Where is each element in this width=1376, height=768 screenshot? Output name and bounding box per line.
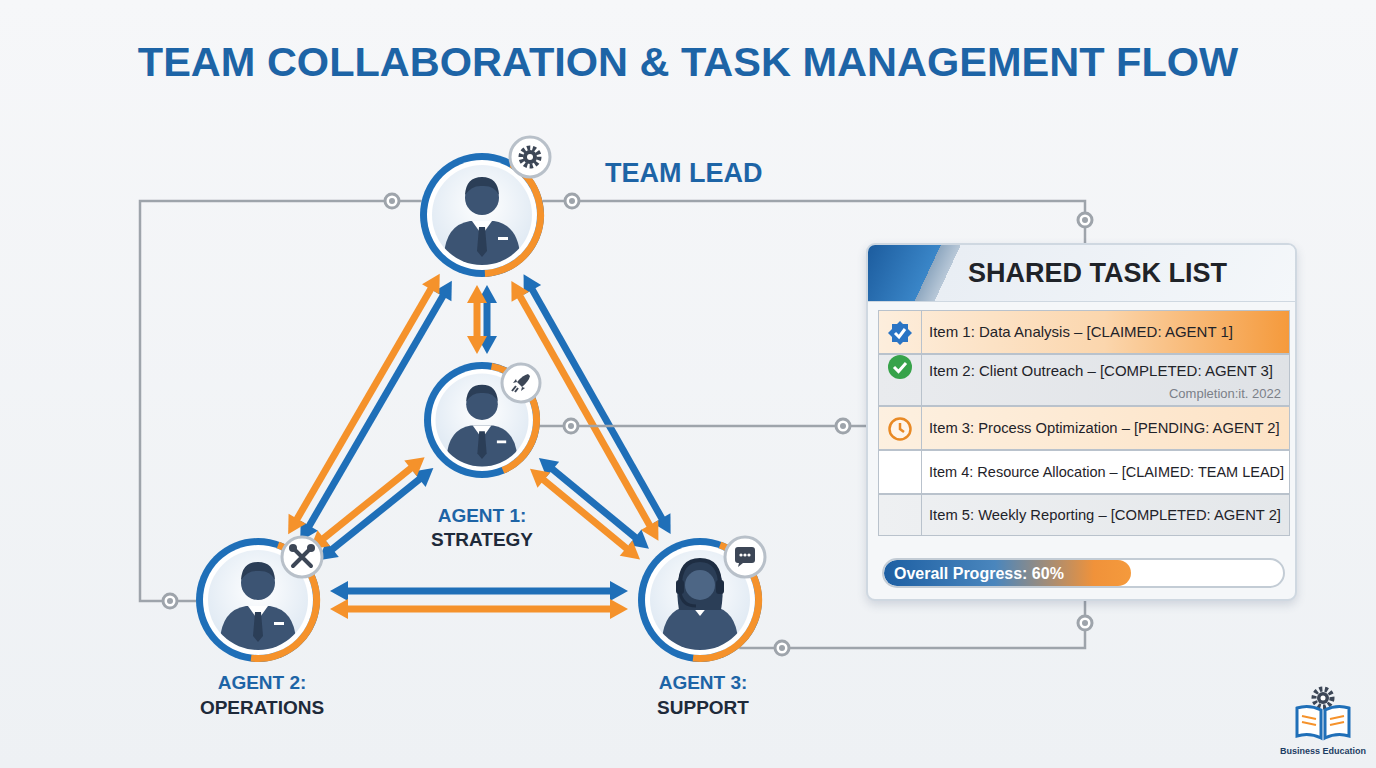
arrow-head (330, 599, 348, 619)
agent-node: AGENT 1:STRATEGY (424, 362, 540, 478)
agent3-avatar (625, 525, 775, 675)
connector-dot-core (389, 198, 395, 204)
panel-heading: SHARED TASK LIST (968, 257, 1227, 289)
task-text: Item 5: Weekly Reporting – [COMPLETED: A… (929, 505, 1285, 525)
agent-role: STRATEGY (372, 529, 592, 551)
task-text: Item 4: Resource Allocation – [CLAIMED: … (929, 462, 1285, 482)
badge-icon (887, 320, 913, 346)
connector-dot (385, 194, 399, 208)
logo-caption: Business Education (1263, 746, 1376, 757)
icon-cell (879, 495, 922, 535)
arrow-shaft (346, 606, 612, 613)
icon-cell (879, 407, 922, 449)
connector-dot (1078, 213, 1092, 227)
arrow-head (467, 336, 487, 354)
arrow-shaft (542, 479, 627, 549)
agent2-avatar (183, 525, 333, 675)
agent-role: SUPPORT (593, 697, 813, 719)
connector (530, 458, 649, 560)
connector-line (542, 201, 1085, 243)
icon-cell (879, 311, 922, 353)
task-row: Item 1: Data Analysis – [CLAIMED: AGENT … (878, 310, 1290, 354)
task-text: Item 3: Process Optimization – [PENDING:… (929, 418, 1285, 438)
arrow-head (610, 581, 628, 601)
connector (330, 581, 628, 619)
connector-dot-core (779, 645, 785, 651)
agent-number: AGENT 3: (593, 672, 813, 694)
agent-number: AGENT 2: (152, 672, 372, 694)
task-text: Item 1: Data Analysis – [CLAIMED: AGENT … (929, 322, 1285, 342)
connector-dot (565, 194, 579, 208)
agent1-avatar (419, 357, 545, 483)
team-lead-avatar (402, 135, 562, 295)
team-lead-node: TEAM LEAD (420, 153, 544, 277)
connector-dot-core (569, 198, 575, 204)
connector-line (540, 425, 866, 428)
icon-cell (879, 355, 922, 405)
task-panel: SHARED TASK LIST Item 1: Data Analysis – … (866, 243, 1297, 601)
connector-dot (1078, 616, 1092, 630)
check-icon (887, 354, 913, 380)
connector-dot-core (568, 423, 574, 429)
diagram-title: TEAM COLLABORATION & TASK MANAGEMENT FLO… (0, 34, 1376, 90)
connector-dot (163, 594, 177, 608)
arrow-head (330, 581, 348, 601)
connector (542, 194, 1092, 243)
connector-dot (775, 641, 789, 655)
progress-bar: Overall Progress: 60% (882, 558, 1285, 588)
arrow-head (467, 285, 487, 303)
agent-node: AGENT 3:SUPPORT (638, 538, 762, 662)
tools-badge (282, 537, 322, 577)
rocket-badge (502, 364, 540, 402)
arrow-shaft (551, 468, 636, 538)
task-row: Item 5: Weekly Reporting – [COMPLETED: A… (878, 494, 1290, 536)
agent-number: AGENT 1: (372, 505, 592, 527)
arrow-head (610, 599, 628, 619)
connector-dot (836, 419, 850, 433)
connector-dot (564, 419, 578, 433)
arrow-shaft (484, 301, 491, 338)
connector-dot-core (1082, 620, 1088, 626)
connector (310, 457, 434, 560)
task-row: Item 4: Resource Allocation – [CLAIMED: … (878, 450, 1290, 494)
task-row: Item 2: Client Outreach – [COMPLETED: AG… (878, 354, 1290, 406)
arrow-shaft (474, 301, 481, 338)
arrow-shaft (331, 478, 421, 550)
task-text: Item 2: Client Outreach – [COMPLETED: AG… (929, 361, 1285, 381)
logo-icon (1297, 689, 1349, 738)
progress-text: Overall Progress: 60% (894, 564, 1064, 584)
task-note: Completion:it. 2022 (1169, 386, 1281, 402)
agent-node: AGENT 2:OPERATIONS (196, 538, 320, 662)
connector-dot-core (840, 423, 846, 429)
arrow-shaft (322, 467, 412, 539)
chat-badge (725, 537, 765, 577)
task-row: Item 3: Process Optimization – [PENDING:… (878, 406, 1290, 450)
gear-badge (510, 137, 550, 177)
arrow-shaft (346, 588, 612, 595)
connector-dot-core (167, 598, 173, 604)
connector-line (739, 601, 1085, 648)
connector (540, 419, 866, 433)
connector (739, 601, 1092, 655)
role-heading: TEAM LEAD (605, 158, 763, 189)
clock-icon (887, 416, 913, 442)
connector-dot-core (1082, 217, 1088, 223)
agent-role: OPERATIONS (152, 697, 372, 719)
icon-cell (879, 451, 922, 493)
connector (467, 285, 497, 354)
connector-line (140, 201, 422, 601)
